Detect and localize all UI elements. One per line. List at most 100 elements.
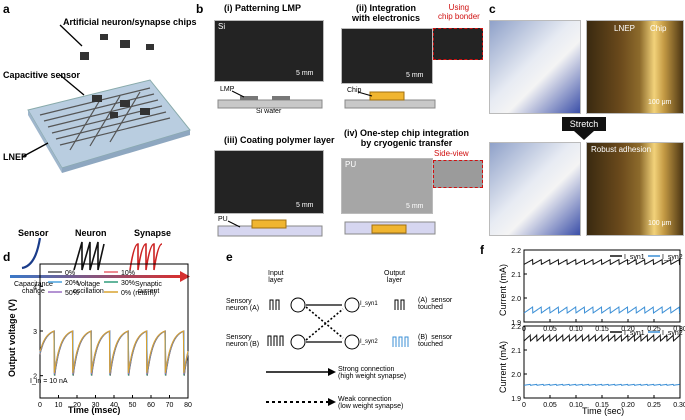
f-ytick-label: 2.0 (511, 372, 521, 379)
lnep-label: LNEP (3, 152, 28, 162)
d-xtick-label: 20 (73, 402, 81, 409)
network-diagram (266, 297, 409, 406)
d-xlabel: Time (msec) (68, 405, 121, 415)
f-ytick-label: 2.1 (511, 348, 521, 355)
f-xtick-label: 0.25 (647, 326, 661, 333)
f-legend-label: I_syn1 (624, 330, 645, 337)
d-xtick-label: 40 (110, 402, 118, 409)
photo-integration (341, 28, 433, 84)
scale-bar-c1: 100 μm (648, 99, 672, 106)
d-ytick-label: 3 (33, 329, 37, 336)
f-xtick-label: 0.10 (569, 402, 583, 409)
chip-label-c: Chip (650, 24, 667, 33)
d-legend-label: 0% (return) (121, 290, 156, 297)
d-legend-label: 50% (65, 290, 79, 297)
photo-side-view-inset (433, 160, 483, 188)
isyn2-label: I_syn2 (360, 339, 378, 345)
synaptic-caption: Synaptic current (135, 281, 162, 295)
scale-bar-2: 5 mm (406, 72, 424, 79)
d-ytick-label: 2 (33, 374, 37, 381)
d-xtick-label: 0 (38, 402, 42, 409)
f-series-line (523, 383, 680, 386)
weak-connection-label: Weak connection (low weight synapse) (338, 396, 404, 410)
sensory-neuron-a: Sensory neuron (A) (226, 298, 260, 312)
capacitive-sensor-label: Capacitive sensor (3, 70, 81, 80)
pu-label: PU (218, 216, 228, 223)
d-legend-label: 10% (121, 270, 135, 277)
device-illustration (21, 24, 191, 173)
photo-microscope-top (586, 20, 684, 114)
neuron-title: Neuron (75, 228, 107, 238)
f-xtick-label: 0.15 (595, 326, 609, 333)
chips-label: Artificial neuron/synapse chips (63, 17, 197, 27)
f-xtick-label: 0.15 (595, 402, 609, 409)
capacitance-caption: Capacitance change (14, 281, 53, 295)
photo-chip-bonder-inset (433, 28, 483, 60)
f-xtick-label: 0.05 (543, 402, 557, 409)
photo-cryogenic-transfer (341, 158, 433, 214)
f-xtick-label: 0.05 (543, 326, 557, 333)
scale-bar-c2: 100 μm (648, 220, 672, 227)
d-legend-label: 0% (65, 270, 75, 277)
lnep-label-c: LNEP (614, 24, 635, 33)
stretch-arrow-head (574, 131, 594, 140)
synapse-title: Synapse (134, 228, 172, 238)
d-xtick-label: 50 (129, 402, 137, 409)
f-xtick-label: 0.20 (621, 326, 635, 333)
f-xtick-label: 0.30 (673, 326, 685, 333)
d-legend-label: 20% (65, 280, 79, 287)
cross-sections (217, 90, 436, 237)
f-series-line (523, 333, 681, 342)
d-xtick-label: 30 (92, 402, 100, 409)
photo-device-stretched (489, 142, 581, 236)
d-legend-label: 30% (121, 280, 135, 287)
stretch-label: Stretch (569, 119, 599, 129)
si-wafer-label: Si wafer (256, 108, 282, 115)
scale-bar-1: 5 mm (296, 70, 314, 77)
voltage-caption: Voltage oscillation (73, 281, 104, 295)
chip-bonder-label: Using chip bonder (438, 3, 480, 21)
lmp-label: LMP (220, 86, 235, 93)
f-xtick-label: 0.30 (673, 402, 685, 409)
stretch-arrow: Stretch (562, 117, 606, 131)
f-ytick-label: 2.1 (511, 272, 521, 279)
f-ytick-label: 1.9 (511, 320, 521, 327)
f-legend-label: I_syn2 (662, 330, 683, 337)
signal-glyphs (10, 237, 190, 282)
d-xtick-label: 80 (184, 402, 192, 409)
step2-title: (ii) Integration with electronics (352, 3, 421, 23)
photo-polymer-coat (214, 150, 324, 214)
f-legend-label: I_syn2 (662, 254, 683, 261)
chip-label-b: Chip (347, 87, 362, 94)
f-series-line (523, 258, 680, 266)
d-xtick-label: 60 (147, 402, 155, 409)
step4-title: (iv) One-step chip integration by cryoge… (344, 128, 470, 148)
isyn1-label: I_syn1 (360, 301, 378, 307)
panel-c-letter: c (489, 2, 496, 16)
d-ytick-label: 4 (33, 284, 37, 291)
scale-bar-3: 5 mm (296, 202, 314, 209)
robust-adhesion-label: Robust adhesion (591, 145, 652, 154)
f-series-line (523, 305, 681, 315)
panel-e-letter: e (226, 250, 233, 264)
pu-label-photo: PU (345, 160, 357, 169)
photo-lmp-pattern (214, 20, 324, 82)
sensor-a-touched: (A) sensor touched (418, 297, 453, 311)
f-ytick-label: 2.2 (511, 248, 521, 255)
step1-title: (i) Patterning LMP (224, 3, 301, 13)
photo-microscope-bottom (586, 142, 684, 236)
panel-a-letter: a (3, 2, 10, 16)
d-annotation: I_in = 10 nA (30, 378, 68, 385)
d-xtick-label: 10 (55, 402, 63, 409)
f-ytick-label: 2.2 (511, 324, 521, 331)
f-xtick-label: 0.10 (569, 326, 583, 333)
step3-title: (iii) Coating polymer layer (224, 135, 335, 145)
side-view-label: Side-view (434, 149, 469, 158)
f-xtick-label: 0.25 (647, 402, 661, 409)
strong-connection-label: Strong connection (high weight synapse) (338, 366, 407, 380)
f-ytick-label: 1.9 (511, 396, 521, 403)
f-xtick-label: 0 (522, 402, 526, 409)
